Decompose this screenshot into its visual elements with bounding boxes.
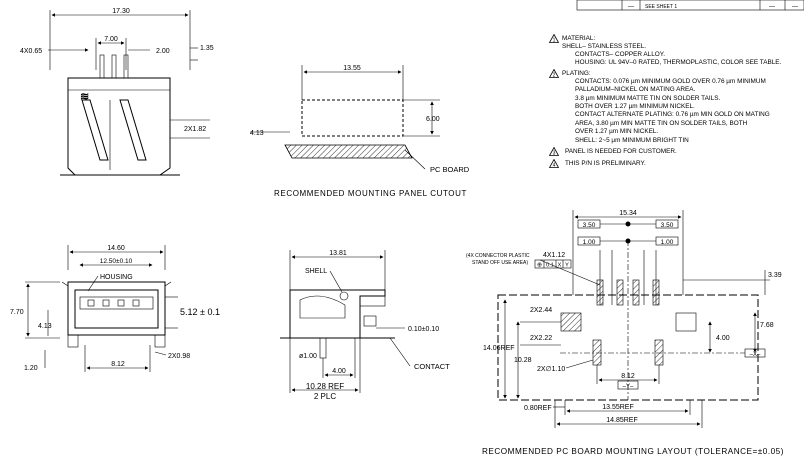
note-3-flag-icon: 3 [549,147,559,156]
section-plc: 2 PLC [314,392,336,401]
pcb-offset: 3.39 [768,272,782,279]
title-row-text: SEE SHEET 1 [645,4,677,10]
note-2-flag-number: 2 [553,73,556,78]
section-hole: ø1.00 [299,353,317,360]
front-pins: 2X0.98 [168,353,190,360]
note-2-line2: PALLADIUM–NICKEL ON MATING AREA. [575,86,696,93]
title-row-dash-2: — [769,4,775,10]
note-2-line3: 3.8 µm MINIMUM MATTE TIN ON SOLDER TAILS… [575,95,721,102]
pcb-box-r: 3.50 [661,222,674,229]
cutout-offset: 4.13 [250,130,264,137]
note-2-line1: CONTACTS: 0.076 µm MINIMUM GOLD OVER 0.7… [575,78,766,85]
pcb-note2: STAND OFF USE AREA) [472,260,528,266]
section-gap: 0.10±0.10 [408,326,439,333]
pcb-pitch: 8.12 [621,373,635,380]
dim-pitch: 4X0.65 [20,48,42,55]
pcb-tol-d: Y [565,263,569,269]
pcb-tol-a: ⊕ [537,263,542,269]
front-width: 14.60 [107,245,125,252]
section-pos: 4.00 [332,368,346,375]
pcb-height: 14.06REF [483,345,515,352]
panel-cutout-view: 13.55 6.00 4.13 PC BOARD [250,65,470,174]
pcb-depth: 10.28 [514,357,532,364]
front-center: 4.13 [38,323,52,330]
pc-board-label: PC BOARD [430,165,470,174]
pcb-tol-c: X [558,263,562,269]
note-2-line4: BOTH OVER 1.27 µm MINIMUM NICKEL. [575,103,695,110]
front-housing: HOUSING [100,274,133,281]
pcb-note: (4X CONNECTOR PLASTIC [466,253,530,259]
panel-cutout-caption: RECOMMENDED MOUNTING PANEL CUTOUT [274,189,467,198]
note-3-text: PANEL IS NEEDED FOR CUSTOMER. [565,148,677,155]
section-view: 13.81 SHELL 0.10±0.10 ø1.00 4.00 CONTACT… [280,250,450,401]
front-inner: 12.50±0.10 [100,258,133,265]
note-1-shell: SHELL– STAINLESS STEEL. [562,43,647,50]
pcb-box-l: 3.50 [583,222,596,229]
note-2-line7: OVER 1.27 µm MIN NICKEL. [575,128,659,135]
title-row-dash-3: — [792,4,798,10]
cutout-height: 6.00 [426,116,440,123]
dim-offset: 2.00 [156,48,170,55]
front-spacing: 8.12 [111,361,125,368]
note-1-flag-icon: 1 [549,34,559,43]
front-height: 7.70 [10,309,24,316]
pcb-dim-a: 7.68 [760,322,774,329]
pcb-dim-b: 4.00 [716,335,730,342]
note-1-title: MATERIAL: [562,35,596,42]
front-tail: 1.20 [24,365,38,372]
note-4-flag-icon: 4 [549,159,559,168]
pcb-axis-y: –Y– [623,384,634,390]
note-2-line6: AREA, 3.80 µm MIN MATTE TIN ON SOLDER TA… [575,120,748,127]
note-4-flag-number: 4 [553,163,556,168]
note-2-line5: CONTACT ALTERNATE PLATING: 0.76 µm MIN G… [575,111,770,118]
pcb-pads: 4X1.12 [543,252,565,259]
pcb-ref-a: 13.55REF [602,404,634,411]
note-1-contacts: CONTACTS– COPPER ALLOY. [575,51,665,58]
dim-span: 7.00 [104,36,118,43]
dim-height: 1.35 [200,45,214,52]
logo-glyph: ≋ [80,91,89,103]
dim-width: 17.30 [112,8,130,15]
note-1-flag-number: 1 [553,38,556,43]
pcb-holes: 2X∅1.10 [537,366,565,373]
pcb-slot-h: 2X2.22 [530,335,552,342]
section-contact: CONTACT [414,362,450,371]
note-2-line8: SHELL: 2~5 µm MINIMUM BRIGHT TIN [575,137,689,144]
note-4-text: THIS P/N IS PRELIMINARY. [565,160,646,167]
note-2-title: PLATING: [562,70,591,77]
pcb-box-r2: 1.00 [661,239,674,246]
section-shell: SHELL [305,268,327,275]
pcb-slot-w: 2X2.44 [530,307,552,314]
pcb-box-l2: 1.00 [583,239,596,246]
pcb-tol-b: 0.1 [546,263,554,269]
side-view: 17.30 4X0.65 7.00 2.00 1.35 ≋ 2X1.82 [20,8,214,176]
pcb-layout-view: 15.34 3.50 3.50 1.00 1.00 (4X CONNECTOR … [466,210,782,428]
front-opening: 5.12 ± 0.1 [180,307,220,317]
section-width: 13.81 [329,250,347,257]
pcb-axis-x: –X– [750,352,761,358]
title-block: — SEE SHEET 1 — — [576,0,804,11]
pcb-width: 15.34 [619,210,637,217]
title-row-dash-1: — [628,4,634,10]
pcb-ref-b: 14.85REF [606,417,638,424]
note-1-housing: HOUSING: UL 94V–0 RATED, THERMOPLASTIC, … [575,59,782,66]
note-3-flag-number: 3 [553,151,556,156]
note-2-flag-icon: 2 [549,69,559,78]
section-ref: 10.28 REF [306,382,344,391]
cutout-width: 13.55 [343,65,361,72]
pcb-layout-caption: RECOMMENDED PC BOARD MOUNTING LAYOUT (TO… [482,447,784,456]
dim-boss: 2X1.82 [184,126,206,133]
pcb-ref-c: 0.80REF [524,405,552,412]
front-view: 14.60 12.50±0.10 HOUSING 5.12 ± 0.1 7.70… [10,245,220,372]
